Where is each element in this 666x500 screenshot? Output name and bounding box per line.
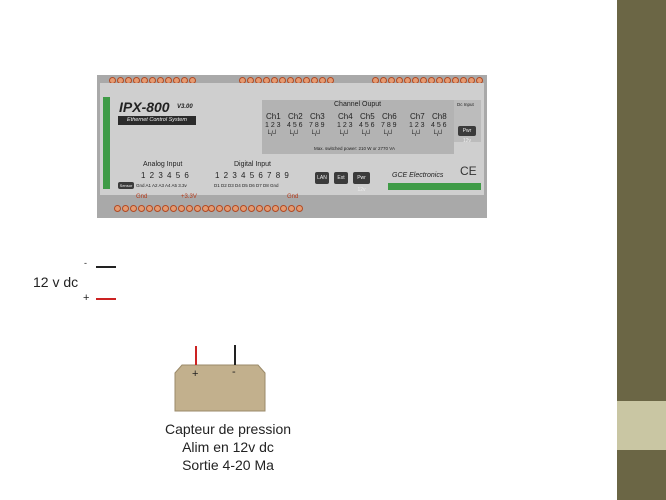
channel-pins: 7 8 9 bbox=[309, 122, 325, 129]
pressure-sensor-body bbox=[174, 364, 266, 412]
channel-pins: 4 5 6 bbox=[359, 122, 375, 129]
sensor-plus-wire bbox=[195, 346, 197, 365]
sensor-caption-line-3: Sortie 4-20 Ma bbox=[182, 457, 274, 473]
terminal-pin bbox=[194, 205, 201, 212]
terminal-pin bbox=[170, 205, 177, 212]
gnd-right-label: Gnd bbox=[287, 194, 299, 200]
pwr-indicator: Pwr 12v bbox=[458, 126, 476, 144]
sensor-plus-sign: + bbox=[192, 368, 199, 380]
power-minus-sign: - bbox=[84, 258, 87, 268]
digital-input-pins: D1 D2 D3 D4 D5 D6 D7 D8 Gnd bbox=[214, 183, 279, 188]
channel-relay-symbol: └/┘ bbox=[310, 131, 322, 138]
terminal-pin bbox=[178, 205, 185, 212]
channel-label: Ch3 bbox=[310, 112, 325, 121]
ext-port: Ext bbox=[334, 172, 348, 184]
channel-output-block bbox=[262, 100, 454, 154]
sensor-caption: Capteur de pression Alim en 12v dc Sorti… bbox=[140, 420, 316, 474]
terminal-pin bbox=[146, 205, 153, 212]
power-plus-sign: + bbox=[83, 292, 90, 304]
dc-input-label: Dc Input bbox=[457, 102, 474, 107]
terminal-pin bbox=[122, 205, 129, 212]
channel-pins: 4 5 6 bbox=[287, 122, 303, 129]
channel-label: Ch6 bbox=[382, 112, 397, 121]
channel-pins: 1 2 3 bbox=[265, 122, 281, 129]
channel-output-title: Channel Ouput bbox=[334, 101, 382, 108]
terminal-pin bbox=[208, 205, 215, 212]
analog-input-numbers: 1 2 3 4 5 6 bbox=[141, 171, 190, 180]
terminal-pin bbox=[296, 205, 303, 212]
device-title: IPX-800 bbox=[119, 99, 170, 115]
pwr-port: Pwr 12v bbox=[353, 172, 370, 193]
v33-label: +3.3V bbox=[181, 194, 197, 200]
sensor-caption-line-2: Alim en 12v dc bbox=[182, 439, 274, 455]
sensor-minus-wire bbox=[234, 345, 236, 365]
terminal-pin bbox=[272, 205, 279, 212]
analog-input-label: Analog Input bbox=[143, 161, 183, 168]
terminal-pin bbox=[216, 205, 223, 212]
terminal-pin bbox=[224, 205, 231, 212]
channel-relay-symbol: └/┘ bbox=[410, 131, 422, 138]
lan-port: LAN bbox=[315, 172, 329, 184]
ce-mark: CE bbox=[460, 164, 477, 178]
terminal-pin bbox=[154, 205, 161, 212]
channel-relay-symbol: └/┘ bbox=[266, 131, 278, 138]
channel-relay-symbol: └/┘ bbox=[432, 131, 444, 138]
device-subtitle: Ethernet Control System bbox=[118, 116, 196, 125]
pressure-sensor bbox=[174, 364, 266, 412]
terminal-pin bbox=[280, 205, 287, 212]
max-power-note: Max. switched power: 210 W or 2770 VA bbox=[314, 146, 395, 151]
channel-label: Ch8 bbox=[432, 112, 447, 121]
channel-pins: 1 2 3 bbox=[337, 122, 353, 129]
maker-label: GCE Electronics bbox=[392, 172, 444, 179]
channel-relay-symbol: └/┘ bbox=[288, 131, 300, 138]
terminal-pin bbox=[186, 205, 193, 212]
channel-label: Ch5 bbox=[360, 112, 375, 121]
analog-sensor-tag: Sensor bbox=[118, 182, 134, 189]
channel-pins: 7 8 9 bbox=[381, 122, 397, 129]
bottom-terminal-strip-middle bbox=[208, 205, 304, 214]
terminal-pin bbox=[114, 205, 121, 212]
channel-label: Ch4 bbox=[338, 112, 353, 121]
channel-pins: 4 5 6 bbox=[431, 122, 447, 129]
terminal-pin bbox=[138, 205, 145, 212]
slide-sidebar-accent bbox=[617, 401, 666, 450]
gnd-left-label: Gnd bbox=[136, 194, 148, 200]
terminal-pin bbox=[256, 205, 263, 212]
power-supply-label: 12 v dc bbox=[33, 274, 79, 290]
channel-label: Ch2 bbox=[288, 112, 303, 121]
device-green-bar-left bbox=[103, 97, 110, 189]
sensor-minus-sign: - bbox=[232, 366, 236, 378]
sensor-caption-line-1: Capteur de pression bbox=[164, 421, 292, 437]
bottom-terminal-strip-left bbox=[114, 205, 210, 214]
channel-label: Ch7 bbox=[410, 112, 425, 121]
channel-relay-symbol: └/┘ bbox=[360, 131, 372, 138]
digital-input-label: Digital Input bbox=[234, 161, 271, 168]
channel-relay-symbol: └/┘ bbox=[338, 131, 350, 138]
terminal-pin bbox=[248, 205, 255, 212]
digital-input-numbers: 1 2 3 4 5 6 7 8 9 bbox=[215, 171, 290, 180]
channel-label: Ch1 bbox=[266, 112, 281, 121]
terminal-pin bbox=[130, 205, 137, 212]
channel-relay-symbol: └/┘ bbox=[382, 131, 394, 138]
channel-pins: 1 2 3 bbox=[409, 122, 425, 129]
power-plus-wire bbox=[96, 298, 116, 300]
analog-input-pins: Gnd A1 A2 A3 A4 A5 3.3v bbox=[136, 183, 187, 188]
terminal-pin bbox=[240, 205, 247, 212]
terminal-pin bbox=[264, 205, 271, 212]
device-green-bar-bottom bbox=[388, 183, 481, 190]
terminal-pin bbox=[288, 205, 295, 212]
device-version: V3.00 bbox=[177, 104, 193, 110]
terminal-pin bbox=[232, 205, 239, 212]
power-minus-wire bbox=[96, 266, 116, 268]
terminal-pin bbox=[162, 205, 169, 212]
